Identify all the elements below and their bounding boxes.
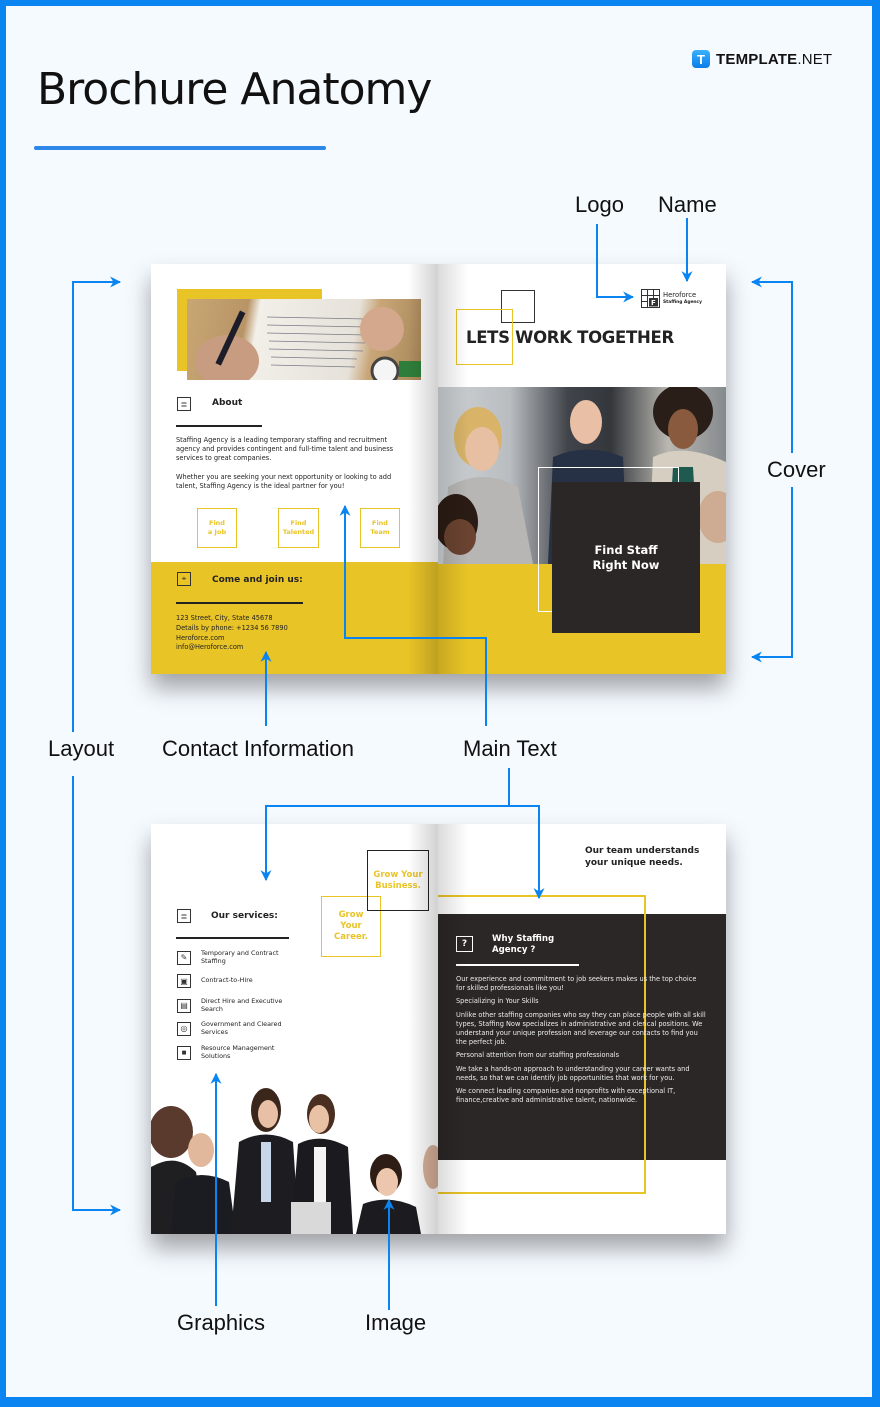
service-item: ✎ Temporary and Contract Staffing [177, 949, 291, 965]
about-paragraph-2: Whether you are seeking your next opport… [176, 473, 392, 491]
why-divider [456, 964, 579, 966]
title-underline [34, 146, 326, 150]
cover-brand: F Heroforce Staffing Agency [641, 289, 702, 308]
callout-image: Image [365, 1310, 427, 1335]
cover-brand-name: Heroforce [663, 290, 697, 299]
fold-shadow [438, 824, 468, 1234]
cta-text: Find Staff Right Now [592, 542, 660, 572]
svg-text:F: F [651, 299, 656, 307]
service-item: ■ Resource Management Solutions [177, 1044, 291, 1060]
pin-icon: ✎ [177, 950, 191, 965]
grow-career-tag: Grow Your Career. [321, 896, 381, 957]
heroforce-logo-icon: F [641, 289, 660, 308]
outline-square-dark [501, 290, 535, 323]
callout-logo: Logo [575, 192, 624, 217]
main-text-arrow-right [509, 805, 545, 900]
brochure-inside-spread: ≣ Our services: ✎ Temporary and Contract… [151, 824, 726, 1234]
brand-bold: TEMPLATE [716, 50, 798, 68]
contact-details: 123 Street, City, State 45678 Details by… [176, 614, 288, 653]
document-icon: ▣ [177, 974, 191, 988]
layout-arrow-top [72, 276, 122, 732]
contact-email: info@Heroforce.com [176, 643, 244, 652]
why-heading: Why Staffing Agency ? [492, 934, 555, 955]
about-divider [176, 425, 262, 427]
callout-contact-information: Contact Information [162, 736, 354, 761]
callout-layout: Layout [48, 736, 115, 761]
brochure-services-panel: ≣ Our services: ✎ Temporary and Contract… [151, 824, 438, 1234]
services-heading: Our services: [211, 911, 278, 921]
fold-shadow [408, 824, 438, 1234]
main-text-arrow-left [260, 768, 510, 882]
services-divider [176, 937, 289, 939]
cover-bracket-bottom [761, 487, 793, 658]
contact-divider [176, 602, 303, 604]
about-heading: About [212, 398, 243, 408]
contact-phone: Details by phone: +1234 56 7890 [176, 623, 288, 632]
brand-light: .NET [797, 50, 833, 68]
location-pin-icon: ⌖ [177, 572, 191, 586]
why-content: ? Why Staffing Agency ? Our experience a… [438, 914, 726, 1160]
file-icon: ▤ [177, 998, 191, 1013]
why-body: Our experience and commitment to job see… [456, 975, 706, 1105]
why-dark-block [438, 914, 726, 1160]
contact-address: 123 Street, City, State 45678 [176, 614, 273, 622]
brochure-why-panel: Our team understands your unique needs. … [438, 824, 726, 1234]
brochure-outside-spread: ≣ About Staffing Agency is a leading tem… [151, 264, 726, 674]
callout-name: Name [658, 192, 717, 217]
callout-graphics: Graphics [177, 1310, 266, 1335]
grow-business-tag: Grow Your Business. [373, 869, 423, 891]
outline-square-yellow [456, 309, 513, 365]
main-text-arrow-top [339, 504, 487, 726]
brand-wordmark: TEMPLATE.NET [716, 51, 832, 68]
question-icon: ? [456, 936, 473, 952]
folder-icon: ■ [177, 1045, 191, 1060]
grow-business-box: Grow Your Business. [367, 850, 429, 911]
photo-illustration [151, 1088, 438, 1234]
callout-main-text: Main Text [463, 736, 557, 761]
cover-bracket-top [761, 281, 793, 453]
brand-badge-icon: T [692, 50, 710, 68]
brochure-cover-panel: LETS WORK TOGETHER F Heroforce Staffing … [438, 264, 726, 674]
service-item: ◎ Government and Cleared Services [177, 1020, 291, 1036]
contact-website: Heroforce.com [176, 633, 225, 642]
contact-heading: Come and join us: [212, 575, 303, 585]
photo-illustration [195, 307, 421, 380]
service-item: ▤ Direct Hire and Executive Search [177, 997, 291, 1013]
brand-logo[interactable]: T TEMPLATE.NET [692, 50, 832, 68]
about-paragraph-1: Staffing Agency is a leading temporary s… [176, 436, 394, 463]
callout-cover: Cover [767, 457, 826, 482]
page-title: Brochure Anatomy [37, 64, 432, 115]
cta-block: Find Staff Right Now [552, 482, 700, 633]
contact-band [151, 562, 438, 674]
layout-arrow-bottom [72, 776, 122, 1216]
cover-headline: LETS WORK TOGETHER [466, 328, 674, 347]
cover-brand-text: Heroforce Staffing Agency [663, 290, 703, 306]
services-icon: ≣ [177, 909, 191, 923]
brochure-back-panel: ≣ About Staffing Agency is a leading tem… [151, 264, 438, 674]
service-item: ▣ Contract-to-Hire [177, 974, 291, 988]
writing-hands-photo [187, 299, 421, 380]
cover-brand-sub: Staffing Agency [663, 299, 703, 305]
fold-shadow [438, 264, 468, 674]
logo-arrow [596, 224, 635, 303]
about-icon: ≣ [177, 397, 191, 411]
location-icon: ◎ [177, 1021, 191, 1036]
team-understands-heading: Our team understands your unique needs. [585, 846, 700, 868]
fold-shadow [408, 264, 438, 674]
